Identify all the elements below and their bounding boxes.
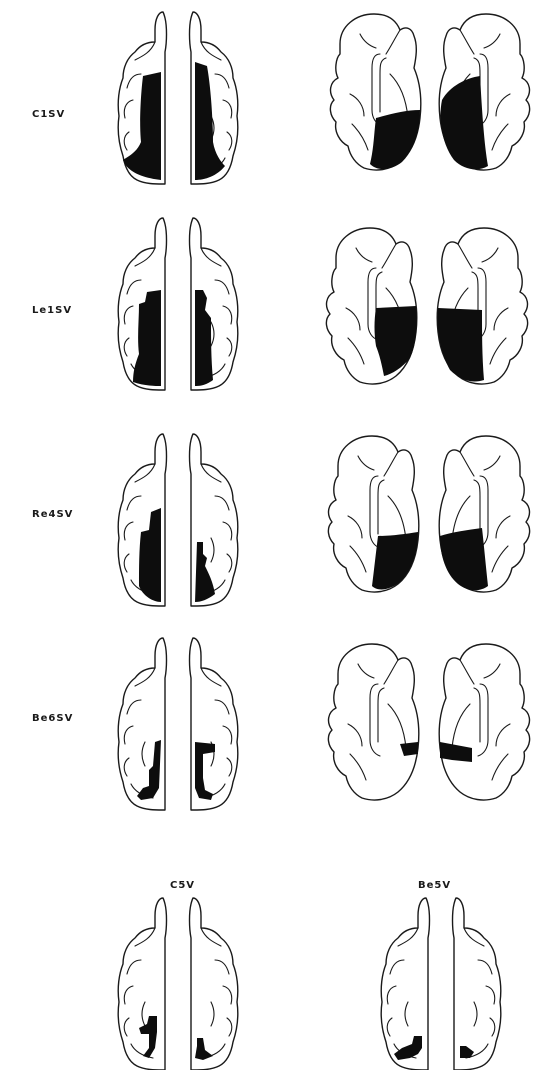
be6sv-lateral-left-hemisphere [328,644,418,800]
c5v-dorsal-left-hemisphere [118,898,166,1070]
c5v-dorsal-view [118,898,238,1070]
pair-label-c5v: C5V [170,880,195,891]
re4sv-lateral-right-hemisphere [439,436,529,592]
be5v-dorsal-left-hemisphere [381,898,429,1070]
le1sv-dorsal-left-hemisphere [118,218,166,390]
row-label-be6sv: Be6SV [32,713,73,724]
be6sv-dorsal-right-hemisphere [190,638,238,810]
re4sv-lateral-right-lesion [440,528,488,590]
le1sv-dorsal-right-hemisphere [190,218,238,390]
be6sv-dorsal-left-hemisphere [118,638,166,810]
re4sv-lateral-view [328,436,529,592]
re4sv-dorsal-view [118,434,238,606]
re4sv-dorsal-right-hemisphere [190,434,238,606]
row-label-le1sv: Le1SV [32,305,72,316]
be5v-dorsal-view [381,898,501,1070]
c1sv-lateral-right-hemisphere [439,14,529,170]
re4sv-dorsal-left-hemisphere [118,434,166,606]
re4sv-lateral-left-lesion [372,532,418,589]
c1sv-dorsal-right-hemisphere [190,12,238,184]
re4sv-lateral-left-hemisphere [328,436,418,592]
be6sv-dorsal-view [118,638,238,810]
c1sv-dorsal-view [118,12,238,184]
row-label-re4sv: Re4SV [32,509,73,520]
pair-label-be5v: Be5V [418,880,451,891]
le1sv-lateral-right-lesion [438,308,485,382]
c5v-dorsal-right-hemisphere [190,898,238,1070]
c1sv-lateral-left-hemisphere [330,14,420,170]
c1sv-lateral-left-lesion [370,110,420,169]
row-label-c1sv: C1SV [32,109,65,120]
be6sv-lateral-view [328,644,529,800]
le1sv-lateral-left-hemisphere [326,228,416,384]
be5v-dorsal-right-hemisphere [453,898,501,1070]
c1sv-dorsal-left-hemisphere [118,12,166,184]
le1sv-dorsal-view [118,218,238,390]
le1sv-lateral-view [326,228,527,384]
c1sv-lateral-view [330,14,529,170]
be6sv-lateral-right-hemisphere [439,644,529,800]
le1sv-lateral-right-hemisphere [437,228,527,384]
